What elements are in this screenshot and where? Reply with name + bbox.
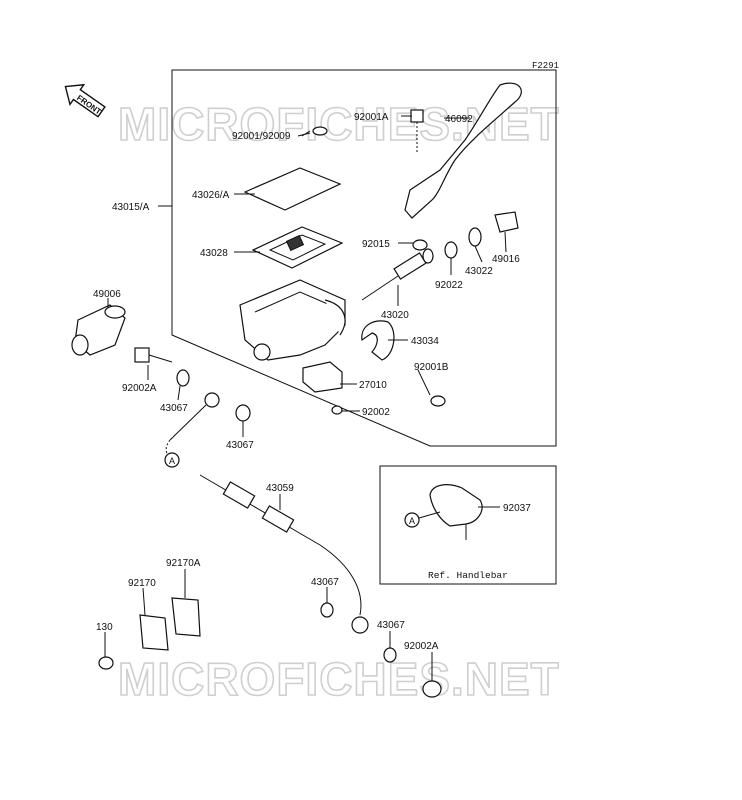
brake-lever-part — [404, 82, 522, 219]
nut-92015-part — [412, 239, 428, 251]
ref-handlebar-label: Ref. Handlebar — [428, 570, 508, 581]
washer-43067-b-part — [235, 404, 251, 422]
banjo-bolt-bottom-part — [422, 680, 442, 698]
leader-lines — [104, 115, 507, 681]
front-arrow-icon: FRONT — [64, 83, 106, 118]
assembly-frame — [171, 69, 557, 447]
label-46092: 46092 — [445, 114, 473, 125]
label-43067-c: 43067 — [311, 577, 339, 588]
label-92002: 92002 — [362, 407, 390, 418]
label-49006: 49006 — [93, 289, 121, 300]
piston-assembly-part — [361, 248, 434, 301]
fitting-49006-part — [71, 304, 126, 356]
circlip-43022-part — [468, 227, 482, 247]
bracket-92170a-part — [171, 597, 201, 637]
label-49016: 49016 — [492, 254, 520, 265]
label-43015a: 43015/A — [112, 202, 150, 213]
label-43059: 43059 — [266, 483, 294, 494]
label-92022: 92022 — [435, 280, 463, 291]
label-92037: 92037 — [503, 503, 531, 514]
washer-43067-c-part — [320, 602, 334, 618]
svg-text:A: A — [409, 516, 415, 526]
bolt-92001b-part — [430, 395, 446, 407]
clamp-43034-part — [361, 320, 395, 361]
washer-92022-part — [444, 241, 458, 259]
dust-boot-part — [494, 211, 519, 233]
label-43067-a: 43067 — [160, 403, 188, 414]
screw-92002-part — [331, 405, 343, 415]
watermark-bottom: MICROFICHES.NET — [118, 653, 560, 705]
label-92002a-bottom: 92002A — [404, 641, 439, 652]
brake-hose-part — [165, 392, 369, 634]
label-43026a: 43026/A — [192, 190, 230, 201]
label-92170: 92170 — [128, 578, 156, 589]
label-43028: 43028 — [200, 248, 228, 259]
figure-code: F2291 — [532, 61, 559, 71]
label-43034: 43034 — [411, 336, 439, 347]
bracket-92170-part — [139, 614, 169, 651]
ref-handlebar-box — [379, 465, 557, 585]
label-27010: 27010 — [359, 380, 387, 391]
label-43020: 43020 — [381, 310, 409, 321]
label-43022: 43022 — [465, 266, 493, 277]
bolt-130-part — [98, 656, 114, 670]
banjo-bolt-top-part — [134, 347, 173, 363]
bolt-92001a-part — [410, 109, 424, 152]
callout-a-marker-2: A — [404, 511, 441, 528]
callout-a-marker-1: A — [164, 452, 180, 468]
brake-switch-part — [302, 361, 343, 393]
label-92001-92009: 92001/92009 — [232, 131, 291, 142]
label-130: 130 — [96, 622, 113, 633]
label-92015: 92015 — [362, 239, 390, 250]
label-43067-d: 43067 — [377, 620, 405, 631]
washer-43067-a-part — [176, 369, 190, 387]
label-92001b: 92001B — [414, 362, 449, 373]
label-92002a-top: 92002A — [122, 383, 157, 394]
master-cylinder-part — [239, 279, 346, 361]
label-92001a: 92001A — [354, 112, 389, 123]
handlebar-clamp-part — [429, 484, 483, 527]
diaphragm-part — [251, 226, 344, 269]
svg-text:A: A — [169, 456, 175, 466]
label-43067-b: 43067 — [226, 440, 254, 451]
washer-43067-d-part — [383, 647, 397, 663]
reservoir-cap-part — [243, 167, 342, 211]
label-92170a: 92170A — [166, 558, 201, 569]
